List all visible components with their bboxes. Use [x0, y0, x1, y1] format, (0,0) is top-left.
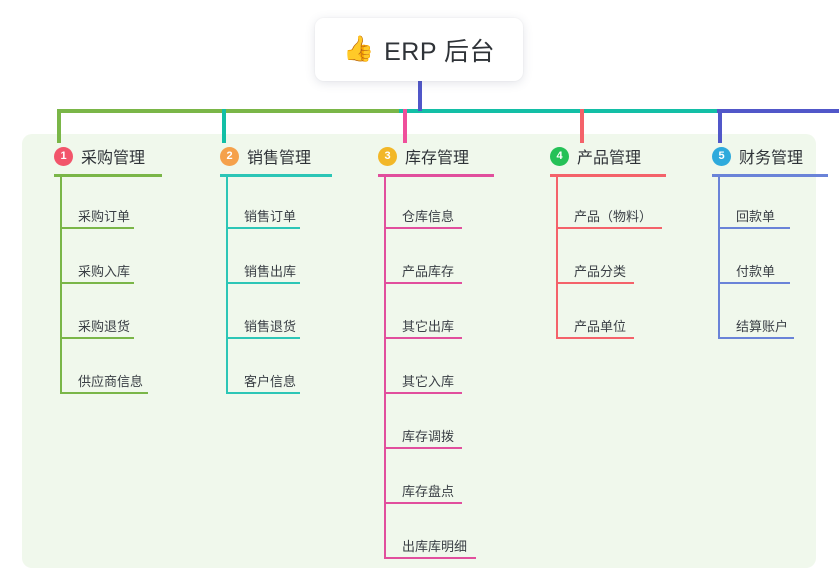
column-badge-1: 1 [54, 146, 73, 166]
column-3: 3 库存管理仓库信息产品库存其它出库其它入库库存调拨库存盘点出库库明细 [362, 134, 532, 568]
drop-connector-2 [222, 109, 226, 143]
list-item-label: 出库库明细 [402, 539, 468, 554]
list-item-underline [60, 282, 134, 284]
root-node-card[interactable]: 👍 ERP 后台 [315, 18, 523, 81]
list-item-underline [384, 447, 462, 449]
root-node-title: ERP 后台 [384, 37, 496, 66]
bus-connector-left [57, 109, 403, 113]
list-item-underline [226, 227, 300, 229]
column-5: 5 财务管理回款单付款单结算账户 [696, 134, 828, 568]
column-header-5[interactable]: 5 财务管理 [712, 144, 803, 168]
list-item-label: 采购订单 [78, 209, 131, 224]
list-item-underline [60, 392, 148, 394]
list-item-underline [384, 227, 462, 229]
list-item-underline [556, 282, 634, 284]
trunk-connector [418, 78, 422, 111]
column-spine-1 [60, 174, 62, 394]
list-item-underline [718, 282, 790, 284]
column-spine-4 [556, 174, 558, 339]
list-item-label: 产品单位 [574, 319, 627, 334]
list-item-underline [226, 282, 300, 284]
column-spine-2 [226, 174, 228, 394]
column-title-2: 销售管理 [247, 150, 312, 167]
list-item-label: 产品分类 [574, 264, 627, 279]
list-item-label: 销售退货 [244, 319, 297, 334]
list-item-underline [556, 337, 634, 339]
column-header-2[interactable]: 2 销售管理 [220, 144, 311, 168]
list-item-label: 库存盘点 [402, 484, 455, 499]
column-badge-5: 5 [712, 146, 731, 166]
column-underline-2 [220, 174, 332, 177]
list-item-label: 客户信息 [244, 374, 297, 389]
list-item-underline [226, 337, 300, 339]
list-item-label: 销售出库 [244, 264, 297, 279]
column-badge-3: 3 [378, 146, 397, 166]
column-badge-4: 4 [550, 146, 569, 166]
list-item-label: 采购入库 [78, 264, 131, 279]
list-item-underline [718, 337, 794, 339]
bus-connector-middle [399, 109, 721, 113]
column-header-3[interactable]: 3 库存管理 [378, 144, 469, 168]
column-underline-4 [550, 174, 666, 177]
thumbs-up-icon: 👍 [342, 35, 375, 63]
column-4: 4 产品管理产品（物料） 产品分类产品单位 [534, 134, 690, 568]
list-item-underline [718, 227, 790, 229]
list-item-label: 其它入库 [402, 374, 455, 389]
list-item-label: 付款单 [736, 264, 776, 279]
list-item-label: 仓库信息 [402, 209, 455, 224]
column-underline-3 [378, 174, 494, 177]
column-2: 2 销售管理销售订单销售出库销售退货客户信息 [204, 134, 364, 568]
drop-connector-3 [403, 109, 407, 143]
list-item-label: 回款单 [736, 209, 776, 224]
column-1: 1 采购管理采购订单采购入库采购退货供应商信息 [38, 134, 198, 568]
column-title-5: 财务管理 [739, 150, 804, 167]
column-header-4[interactable]: 4 产品管理 [550, 144, 641, 168]
drop-connector-1 [57, 109, 61, 143]
list-item-label: 采购退货 [78, 319, 131, 334]
list-item-underline [60, 337, 134, 339]
column-underline-5 [712, 174, 828, 177]
list-item-underline [384, 557, 476, 559]
column-spine-3 [384, 174, 386, 559]
list-item-underline [384, 282, 462, 284]
list-item-underline [556, 227, 662, 229]
list-item-label: 销售订单 [244, 209, 297, 224]
drop-connector-4 [580, 109, 584, 143]
column-spine-5 [718, 174, 720, 339]
list-item-label: 供应商信息 [78, 374, 144, 389]
column-title-1: 采购管理 [81, 150, 146, 167]
list-item-label: 产品（物料） [574, 209, 653, 224]
content-panel [22, 134, 816, 568]
list-item-underline [226, 392, 300, 394]
list-item-underline [60, 227, 134, 229]
list-item-underline [384, 502, 462, 504]
list-item-underline [384, 337, 462, 339]
column-title-4: 产品管理 [577, 150, 642, 167]
column-header-1[interactable]: 1 采购管理 [54, 144, 145, 168]
columns-container: 1 采购管理采购订单采购入库采购退货供应商信息 2 销售管理销售订单销售出库销售退货客… [22, 134, 828, 568]
column-underline-1 [54, 174, 162, 177]
column-title-3: 库存管理 [405, 150, 470, 167]
list-item-label: 库存调拨 [402, 429, 455, 444]
bus-connector-right [717, 109, 839, 113]
drop-connector-5 [718, 109, 722, 143]
list-item-underline [384, 392, 462, 394]
list-item-label: 其它出库 [402, 319, 455, 334]
column-badge-2: 2 [220, 146, 239, 166]
list-item-label: 结算账户 [736, 319, 789, 334]
list-item-label: 产品库存 [402, 264, 455, 279]
